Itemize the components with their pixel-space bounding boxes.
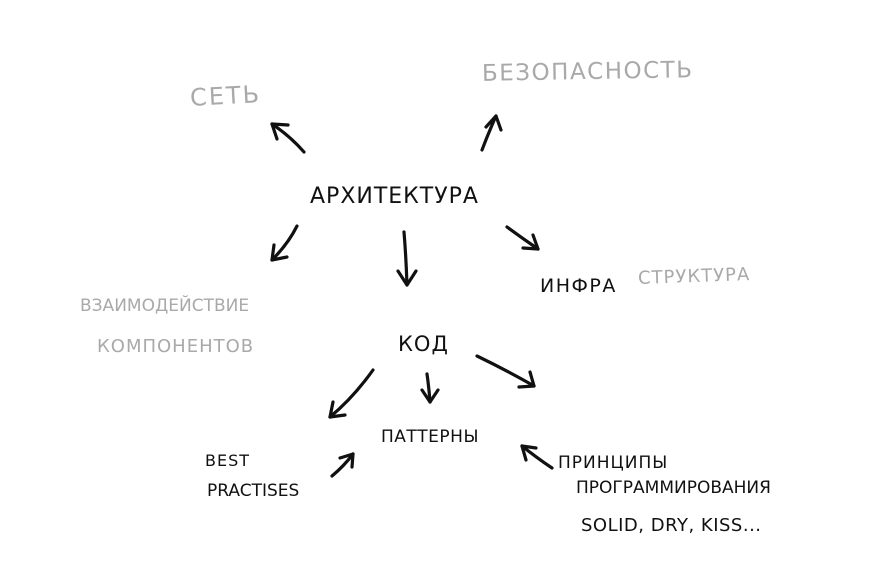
node-infrastructure-part1: инфра — [540, 275, 617, 297]
node-infrastructure-part2: структура — [637, 264, 751, 289]
arrow-architecture-to-interaction — [270, 224, 299, 262]
arrow-best-practises-to-patterns — [330, 452, 355, 478]
node-best-practises-line1: best — [205, 451, 251, 470]
node-interaction-line2: компонентов — [97, 336, 255, 357]
node-principles-line3: solid, dry, kiss... — [581, 515, 762, 536]
arrow-code-to-patterns — [420, 372, 440, 404]
node-architecture: архитектура — [310, 184, 479, 209]
node-code: код — [398, 332, 449, 356]
node-principles-line1: принципы — [558, 453, 669, 473]
arrow-architecture-to-infrastructure — [505, 225, 540, 251]
arrow-code-to-best-practises — [328, 368, 375, 419]
node-patterns: паттерны — [381, 427, 479, 447]
arrow-architecture-to-network — [270, 122, 306, 154]
node-network: сеть — [189, 80, 262, 112]
arrow-principles-to-patterns — [520, 444, 554, 470]
arrow-architecture-to-code — [396, 230, 418, 287]
node-interaction-line1: взаимодействие — [80, 296, 250, 316]
arrow-code-to-principles — [475, 354, 536, 389]
node-security: безопасность — [481, 57, 694, 87]
node-best-practises-line2: practises — [207, 481, 300, 501]
arrow-architecture-to-security — [480, 114, 503, 152]
node-principles-line2: программирования — [576, 478, 771, 498]
